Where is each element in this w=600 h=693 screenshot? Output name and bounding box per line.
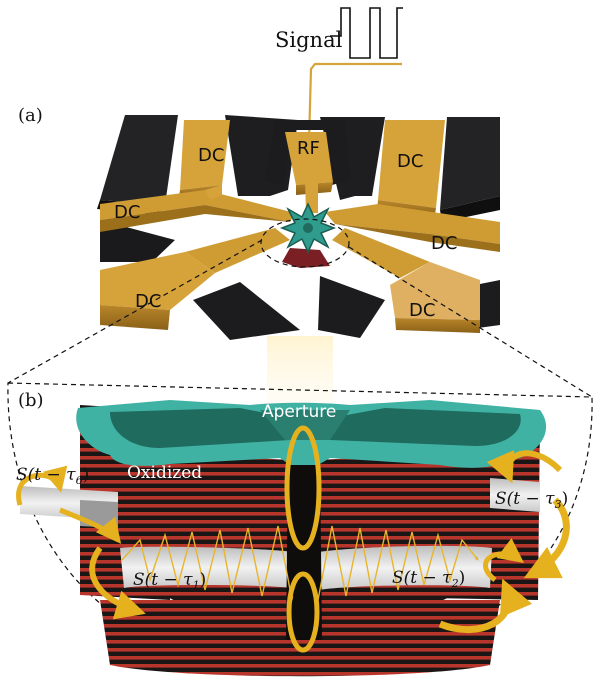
zoom-ellipse: [260, 218, 350, 268]
black-pad: [100, 115, 178, 205]
gold-trace: [325, 204, 500, 244]
zoom-line-left: [7, 239, 263, 384]
star-device-top: [279, 202, 337, 268]
panel-label-b: (b): [18, 390, 44, 411]
dc-label: DC: [135, 291, 161, 312]
aperture-petal: [320, 408, 521, 446]
active-band: [120, 546, 292, 588]
gold-trace: [390, 262, 480, 320]
active-band: [490, 478, 540, 512]
curl-arrow-right: [523, 497, 570, 579]
emission-beam: [267, 336, 333, 406]
black-pad: [100, 220, 175, 262]
panel-label-a: (a): [18, 105, 43, 126]
rf-label: RF: [297, 138, 320, 159]
signal-waveform: [330, 7, 403, 59]
signal-label-group: S(t − τ6) S(t − τ3) S(t − τ1) S(t − τ2): [16, 465, 568, 592]
coupling-arrows: [16, 425, 570, 653]
aperture-loop: [284, 425, 322, 551]
gold-trace: [395, 318, 480, 333]
ray-bundle-right: [317, 525, 479, 601]
signal-label-tau3: S(t − τ3): [495, 489, 568, 511]
curl-arrow-left: [16, 465, 68, 506]
gold-trace: [205, 185, 222, 200]
zoom-boundary: [7, 382, 593, 673]
dc-label: DC: [397, 151, 423, 172]
bottom-loop: [286, 571, 320, 653]
gold-trace: [100, 205, 290, 232]
oxidized-label: Oxidized: [127, 463, 202, 483]
curl-arrow-right: [486, 450, 563, 484]
aperture-petal: [260, 410, 350, 440]
dc-pad: [180, 120, 230, 190]
dc-label: DC: [409, 300, 435, 321]
active-band: [318, 545, 492, 590]
aperture-label: Aperture: [262, 402, 336, 422]
curl-arrow-lower-right: [438, 578, 533, 634]
curl-arrow-lower-right: [483, 538, 525, 582]
gold-trace: [185, 228, 290, 273]
dc-pad: [378, 120, 445, 208]
signal-label-tau6: S(t − τ6): [16, 465, 89, 487]
gold-trace: [100, 252, 215, 310]
curl-arrow-lower-left: [89, 546, 146, 620]
black-pad: [193, 282, 300, 340]
ray-bundle-left: [121, 525, 294, 601]
gold-trace: [335, 224, 500, 252]
vcsel-cross-section: [20, 400, 547, 677]
aperture-petal: [110, 408, 300, 448]
signal-waveform-group: Signal: [275, 7, 403, 215]
black-pad: [440, 117, 500, 210]
black-pad: [318, 276, 385, 338]
electrode-array: DC RF DC DC DC DC DC: [7, 115, 593, 398]
zoom-line-right: [348, 246, 593, 398]
dc-label: DC: [198, 145, 224, 166]
ray-bundle: [121, 525, 479, 601]
signal-label-tau1: S(t − τ1): [133, 570, 206, 592]
dc-label: DC: [431, 233, 457, 254]
gold-trace: [332, 228, 430, 278]
dc-label: DC: [114, 202, 140, 223]
rf-pad: [285, 132, 333, 185]
signal-label: Signal: [275, 28, 343, 52]
black-pad: [475, 280, 500, 328]
gold-trace: [100, 305, 170, 330]
gold-trace: [100, 190, 295, 222]
signal-label-tau2: S(t − τ2): [392, 568, 465, 590]
curl-arrow-left: [59, 507, 122, 544]
active-band: [80, 500, 118, 528]
